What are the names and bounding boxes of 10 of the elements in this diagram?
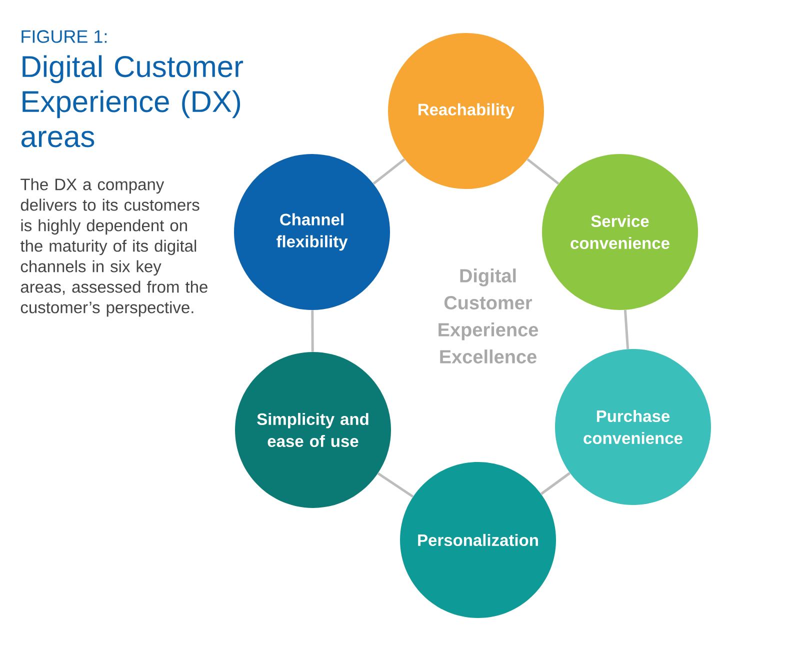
center-label: Digital Customer Experience Excellence [438,268,538,364]
connector-line [311,310,314,352]
figure-title: Digital Customer Experience (DX) areas [21,55,244,148]
connector-line [372,158,406,185]
connector-line [526,158,560,185]
connector-line [377,472,414,498]
caption-text: The DX a company delivers to its customers is highly dependent on the maturity of its digital channels in six key areas, assessed from the customer’s perspective. [20,178,208,317]
connector-line [540,472,571,495]
connector-line [624,310,630,350]
figure-label: FIGURE 1: [22,30,107,43]
